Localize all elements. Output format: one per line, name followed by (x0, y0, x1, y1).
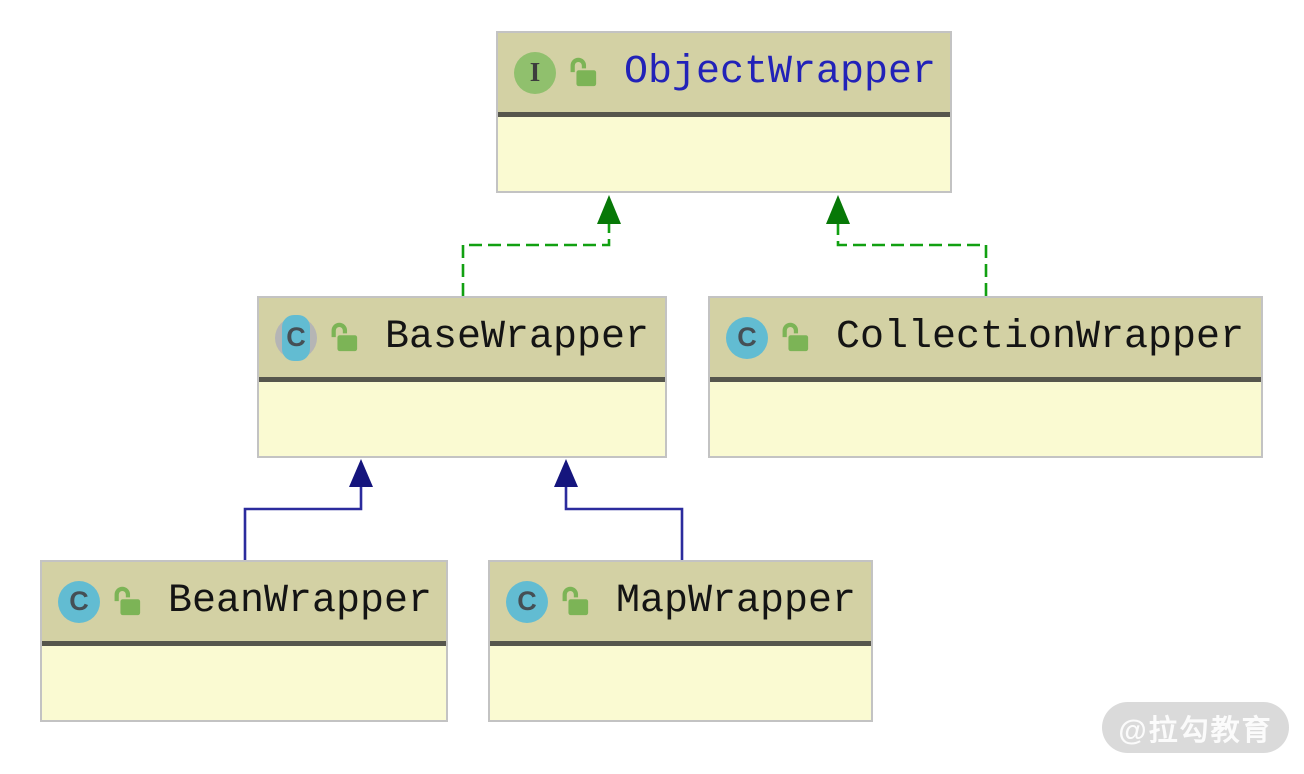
interface-badge-letter: I (529, 57, 541, 87)
members-section (710, 382, 1261, 456)
edge-implements-collectionwrapper-objectwrapper[interactable] (826, 195, 988, 296)
header-divider (490, 641, 871, 646)
class-node-basewrapper[interactable]: C BaseWrapper (257, 296, 667, 458)
node-header: C MapWrapper (490, 562, 871, 641)
unlocked-padlock-icon (112, 584, 142, 620)
unlocked-padlock-icon (560, 584, 590, 620)
class-node-objectwrapper[interactable]: I ObjectWrapper (496, 31, 952, 193)
node-header: C BaseWrapper (259, 298, 665, 377)
class-badge-letter: C (517, 586, 537, 616)
class-node-collectionwrapper[interactable]: C CollectionWrapper (708, 296, 1263, 458)
node-header: C CollectionWrapper (710, 298, 1261, 377)
watermark-badge: @拉勾教育 (1102, 702, 1289, 753)
edge-extends-beanwrapper-basewrapper[interactable] (243, 459, 373, 560)
header-divider (710, 377, 1261, 382)
class-name: CollectionWrapper (836, 314, 1245, 360)
class-name: BeanWrapper (168, 578, 433, 624)
extends-arrowhead-icon (554, 459, 578, 487)
unlocked-padlock-icon (780, 320, 810, 356)
header-divider (498, 112, 950, 117)
interface-icon: I (514, 51, 556, 94)
class-node-mapwrapper[interactable]: C MapWrapper (488, 560, 873, 722)
edge-extends-mapwrapper-basewrapper[interactable] (554, 459, 684, 560)
header-divider (259, 377, 665, 382)
class-icon: C (506, 580, 548, 623)
members-section (42, 646, 446, 720)
implements-arrowhead-icon (597, 195, 621, 224)
class-badge-letter: C (737, 322, 757, 352)
class-name: BaseWrapper (385, 314, 650, 360)
abstract-class-icon-core: C (282, 314, 310, 361)
members-section (490, 646, 871, 720)
class-name: ObjectWrapper (624, 49, 937, 95)
abstract-class-icon: C (275, 314, 317, 361)
members-section (259, 382, 665, 456)
class-name: MapWrapper (616, 578, 857, 624)
extends-arrowhead-icon (349, 459, 373, 487)
class-icon: C (726, 316, 768, 359)
unlocked-padlock-icon (568, 55, 598, 91)
edge-implements-basewrapper-objectwrapper[interactable] (461, 195, 621, 296)
class-node-beanwrapper[interactable]: C BeanWrapper (40, 560, 448, 722)
header-divider (42, 641, 446, 646)
members-section (498, 117, 950, 191)
implements-arrowhead-icon (826, 195, 850, 224)
node-header: I ObjectWrapper (498, 33, 950, 112)
node-header: C BeanWrapper (42, 562, 446, 641)
class-icon: C (58, 580, 100, 623)
unlocked-padlock-icon (329, 320, 359, 356)
class-badge-letter: C (69, 586, 89, 616)
class-badge-letter: C (286, 322, 306, 352)
